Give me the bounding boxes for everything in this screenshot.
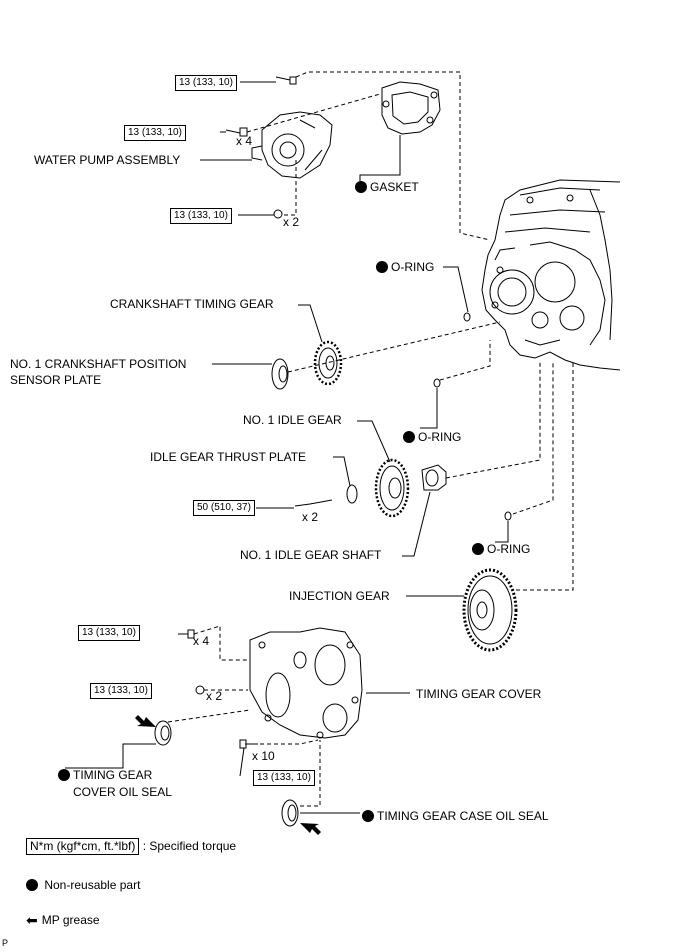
legend-grease: ⬅MP grease bbox=[26, 912, 100, 929]
label-cover-oil-seal-1: TIMING GEAR bbox=[58, 768, 152, 783]
label-o-ring-2: O-RING bbox=[403, 430, 461, 445]
grease-arrow-1 bbox=[135, 715, 156, 727]
legend-torque: N*m (kgf*cm, ft.*lbf) : Specified torque bbox=[26, 838, 236, 855]
non-reusable-dot bbox=[355, 181, 367, 193]
multiplier-6: x 10 bbox=[252, 749, 275, 763]
leader-lines bbox=[65, 81, 509, 814]
label-case-oil-seal: TIMING GEAR CASE OIL SEAL bbox=[362, 809, 549, 824]
alignment-lines bbox=[167, 71, 574, 807]
label-gasket: GASKET bbox=[355, 180, 419, 195]
multiplier-5: x 2 bbox=[206, 689, 223, 703]
figure-code: P bbox=[2, 938, 9, 948]
label-injection-gear: INJECTION GEAR bbox=[289, 589, 390, 603]
injection-gear-drawing bbox=[462, 568, 518, 652]
non-reusable-dot bbox=[58, 769, 70, 781]
torque-label-2: 13 (133, 10) bbox=[124, 125, 186, 141]
idle-bolt-drawing bbox=[294, 499, 333, 507]
engine-block bbox=[481, 179, 621, 371]
idle-shaft-drawing bbox=[421, 464, 447, 491]
torque-label-3: 13 (133, 10) bbox=[170, 208, 232, 224]
idle-gear-drawing bbox=[374, 458, 410, 518]
case-oil-seal-drawing bbox=[281, 799, 299, 827]
torque-label-1: 13 (133, 10) bbox=[175, 75, 237, 91]
multiplier-2: x 2 bbox=[283, 215, 300, 229]
label-crank-timing-gear: CRANKSHAFT TIMING GEAR bbox=[110, 297, 274, 311]
thrust-plate-drawing bbox=[346, 484, 358, 504]
legend-torque-text: : Specified torque bbox=[142, 839, 237, 853]
multiplier-3: x 2 bbox=[302, 510, 319, 524]
legend-non-reusable: Non-reusable part bbox=[26, 878, 140, 892]
legend-non-reusable-text: Non-reusable part bbox=[44, 878, 141, 892]
timing-cover-drawing bbox=[249, 627, 363, 739]
label-idle-gear: NO. 1 IDLE GEAR bbox=[243, 413, 342, 427]
non-reusable-dot bbox=[472, 543, 484, 555]
torque-label-6: 13 (133, 10) bbox=[90, 683, 152, 699]
crank-gear-drawing bbox=[313, 340, 343, 386]
legend-grease-text: MP grease bbox=[41, 913, 100, 927]
torque-label-7: 13 (133, 10) bbox=[253, 770, 315, 786]
cover-oil-seal-drawing bbox=[154, 720, 172, 746]
label-sensor-plate-2: SENSOR PLATE bbox=[10, 373, 102, 387]
label-o-ring-3: O-RING bbox=[472, 542, 530, 557]
non-reusable-dot bbox=[403, 431, 415, 443]
label-water-pump: WATER PUMP ASSEMBLY bbox=[34, 153, 181, 167]
cover-nut bbox=[195, 685, 205, 695]
legend-torque-box: N*m (kgf*cm, ft.*lbf) bbox=[26, 838, 140, 855]
multiplier-1: x 4 bbox=[236, 134, 253, 148]
non-reusable-dot bbox=[26, 879, 38, 891]
multiplier-4: x 4 bbox=[193, 634, 210, 648]
label-sensor-plate-1: NO. 1 CRANKSHAFT POSITION bbox=[10, 357, 187, 371]
o-ring-2-drawing bbox=[433, 378, 441, 388]
torque-label-5: 13 (133, 10) bbox=[78, 625, 140, 641]
torque-label-4: 50 (510, 37) bbox=[193, 500, 255, 516]
o-ring-3-drawing bbox=[504, 511, 512, 521]
non-reusable-dot bbox=[362, 810, 374, 822]
gasket-drawing bbox=[381, 81, 441, 135]
non-reusable-dot bbox=[376, 261, 388, 273]
label-timing-cover: TIMING GEAR COVER bbox=[416, 687, 542, 701]
o-ring-1-drawing bbox=[463, 312, 471, 322]
label-o-ring-1: O-RING bbox=[376, 260, 434, 275]
water-pump-drawing bbox=[251, 111, 333, 179]
sensor-plate-drawing bbox=[271, 358, 289, 390]
label-cover-oil-seal-2: COVER OIL SEAL bbox=[73, 785, 172, 799]
grease-arrow-2 bbox=[300, 823, 321, 835]
grease-arrow-icon: ⬅ bbox=[26, 912, 38, 928]
label-idle-shaft: NO. 1 IDLE GEAR SHAFT bbox=[240, 548, 382, 562]
label-thrust-plate: IDLE GEAR THRUST PLATE bbox=[150, 450, 307, 464]
